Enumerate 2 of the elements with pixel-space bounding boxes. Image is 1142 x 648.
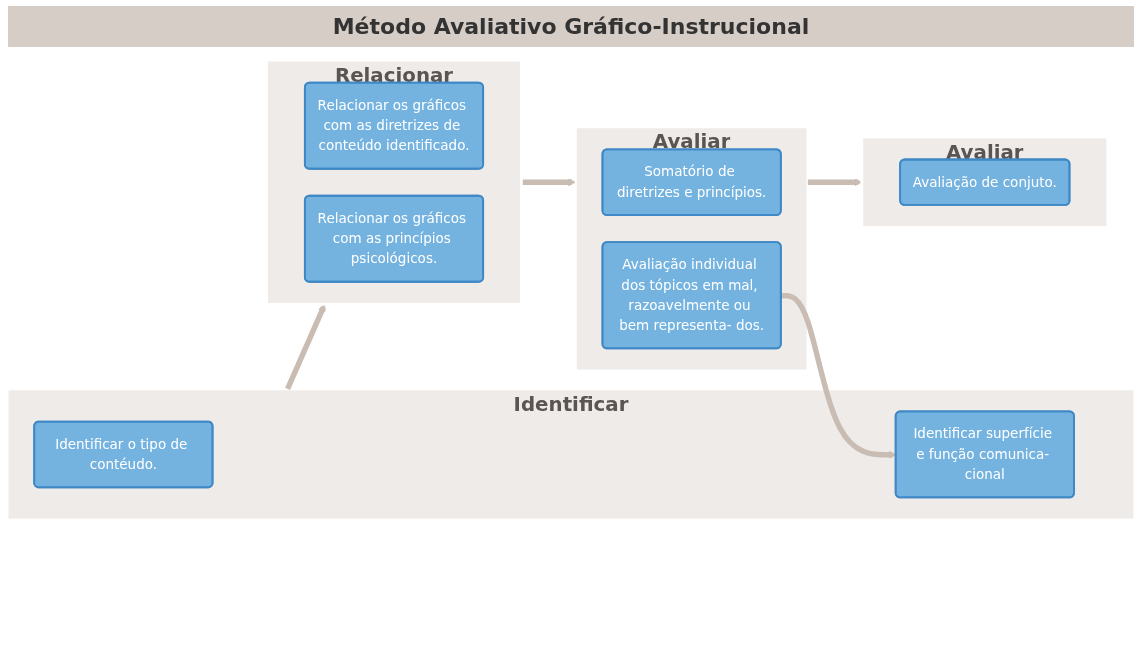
arrow (521, 178, 576, 187)
diagram-title: Método Avaliativo Gráfico-Instrucional (8, 6, 1134, 47)
